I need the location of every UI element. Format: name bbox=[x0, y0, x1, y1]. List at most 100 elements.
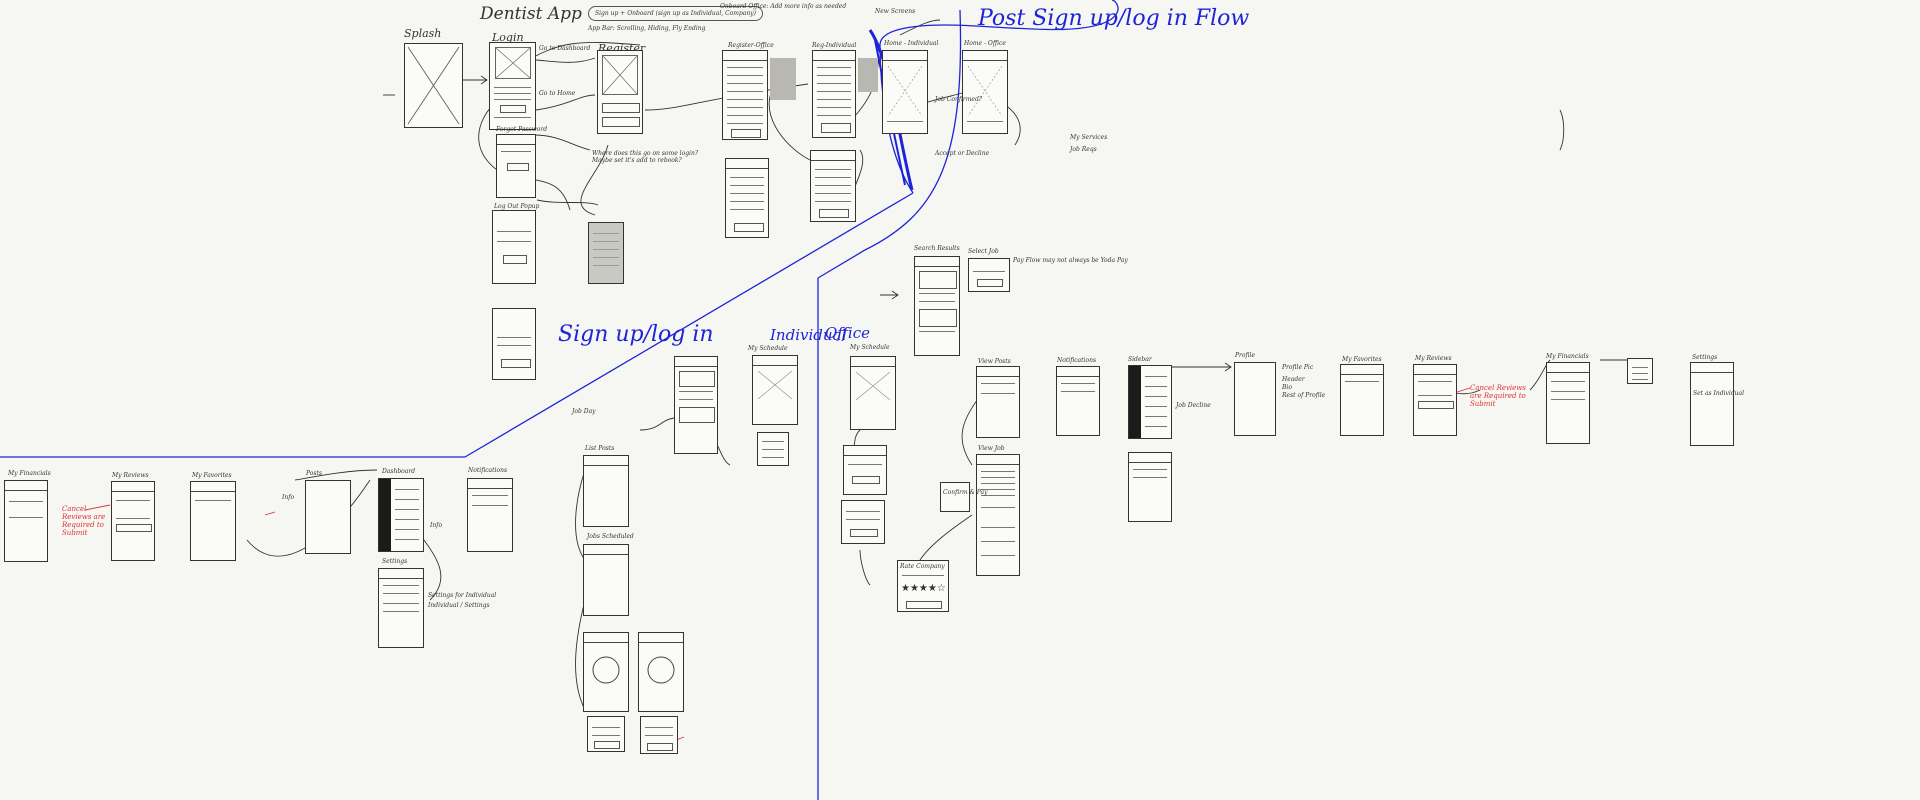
my-financials-screen bbox=[1546, 362, 1590, 444]
calendar-placeholder bbox=[757, 370, 793, 400]
individual-section-title: Individual bbox=[770, 326, 847, 344]
reg-individual-next-button[interactable] bbox=[821, 123, 851, 133]
search-results-screen bbox=[914, 256, 960, 356]
profile-header-note: Header bbox=[1282, 376, 1305, 383]
login-button[interactable] bbox=[500, 105, 526, 113]
profile-bio-note: Bio bbox=[1282, 384, 1292, 391]
financials-popup bbox=[1627, 358, 1653, 384]
list-posts-screen bbox=[583, 455, 629, 527]
my-financials-l-label: My Financials bbox=[8, 470, 51, 477]
register-office-label: Register-Office bbox=[728, 42, 774, 49]
my-reviews-label: My Reviews bbox=[1415, 355, 1452, 362]
log-out-popup-screen bbox=[492, 210, 536, 284]
sidebar-screen bbox=[1128, 365, 1172, 439]
individual-settings-note: Individual / Settings bbox=[428, 602, 490, 609]
info-note-2: Info bbox=[430, 522, 443, 529]
where-does-this-go-note: Where does this go on some login? bbox=[592, 150, 699, 157]
register-office-submit-button[interactable] bbox=[734, 223, 764, 232]
rate-job-popup bbox=[640, 716, 678, 754]
select-job-label: Select Job bbox=[968, 248, 999, 255]
my-reviews-l-label: My Reviews bbox=[112, 472, 149, 479]
search-results-label: Search Results bbox=[914, 245, 960, 252]
job-decline-note: Job Decline bbox=[1176, 402, 1211, 409]
my-schedule-ind-label: My Schedule bbox=[748, 345, 788, 352]
checkin-circle-icon[interactable] bbox=[591, 655, 621, 685]
profile-rest-note: Rest of Profile bbox=[1282, 392, 1326, 399]
view-job-screen bbox=[976, 454, 1020, 576]
reg-individual-submit-button[interactable] bbox=[819, 209, 849, 218]
my-financials-label: My Financials bbox=[1546, 353, 1589, 360]
my-favorites-screen bbox=[1340, 364, 1384, 436]
job-day-label: Job Day bbox=[572, 408, 596, 415]
profile-label: Profile bbox=[1235, 352, 1255, 359]
my-favorites-label: My Favorites bbox=[1342, 356, 1382, 363]
register-office-button[interactable] bbox=[602, 117, 640, 127]
select-job-button[interactable] bbox=[977, 279, 1003, 287]
rebook-note: Maybe set it's add to rebook? bbox=[592, 157, 682, 164]
sidebar-label: Sidebar bbox=[1128, 356, 1152, 363]
confirm-pay-box: Confirm & Pay bbox=[940, 482, 988, 512]
confirm-button[interactable] bbox=[501, 359, 531, 368]
set-individual-note: Set as Individual bbox=[1693, 390, 1745, 397]
office-photo bbox=[770, 58, 796, 100]
dashboard-sidebar-panel bbox=[379, 479, 391, 551]
send-button[interactable] bbox=[507, 163, 529, 171]
sidebar-panel bbox=[1129, 366, 1141, 438]
my-schedule-ind-screen bbox=[752, 355, 798, 425]
splash-screen bbox=[404, 43, 463, 128]
accept-decline-note: Accept or Decline bbox=[935, 150, 990, 157]
reg-individual-screen bbox=[812, 50, 856, 138]
star-rating-icon[interactable]: ★★★★☆ bbox=[901, 583, 946, 594]
my-reviews-screen bbox=[1413, 364, 1457, 436]
register-image-placeholder bbox=[602, 55, 638, 95]
calendar-placeholder-office bbox=[855, 371, 891, 401]
pay-flow-note: Pay Flow may not always be Yoda Pay bbox=[1013, 257, 1128, 264]
dashboard-l-label: Dashboard bbox=[382, 468, 416, 475]
reviews-required-note-left: Cancel Reviews are Required to Submit bbox=[62, 505, 106, 537]
home-office-screen bbox=[962, 50, 1008, 134]
posts-office-screen bbox=[305, 480, 351, 554]
settings-l-label: Settings bbox=[382, 558, 408, 565]
select-job-screen bbox=[968, 258, 1010, 292]
jobs-scheduled-screen bbox=[583, 544, 629, 616]
checkout-circle-icon[interactable] bbox=[646, 655, 676, 685]
individual-photo bbox=[858, 58, 878, 92]
settings-label: Settings bbox=[1692, 354, 1718, 361]
placeholder-x bbox=[407, 46, 460, 125]
office-decline-button[interactable] bbox=[850, 529, 878, 537]
settings-individual-note: Settings for Individual bbox=[428, 592, 497, 599]
home-individual-label: Home - Individual bbox=[884, 40, 939, 47]
go-dashboard-note: Go to Dashboard bbox=[539, 45, 591, 52]
register-individual-button[interactable] bbox=[602, 103, 640, 113]
map-placeholder bbox=[887, 65, 923, 117]
logout-button[interactable] bbox=[503, 255, 527, 264]
post-signup-flow-title: Post Sign up/log in Flow bbox=[978, 6, 1250, 31]
job-reqs-note: Job Reqs bbox=[1070, 146, 1097, 153]
job-detail-popup bbox=[757, 432, 789, 466]
register-office-next-button[interactable] bbox=[731, 129, 761, 138]
go-home-note: Go to Home bbox=[539, 90, 576, 97]
office-job-decline-screen bbox=[841, 500, 885, 544]
splash-label: Splash bbox=[404, 27, 442, 40]
job-checkin-screen bbox=[583, 632, 629, 712]
reg-individual-label: Reg-Individual bbox=[812, 42, 857, 49]
my-reviews-office-screen bbox=[111, 481, 155, 561]
login-label: Login bbox=[492, 31, 524, 44]
rate-company-label: Rate Company bbox=[900, 563, 945, 570]
info-note: Info bbox=[282, 494, 295, 501]
scanned-document bbox=[588, 222, 624, 284]
app-bar-note: App Bar: Scrolling, Hiding, Fly Ending bbox=[588, 25, 706, 32]
my-financials-office-screen bbox=[4, 480, 48, 562]
my-favorites-l-label: My Favorites bbox=[192, 472, 232, 479]
map-placeholder-office bbox=[967, 65, 1003, 117]
view-posts-screen bbox=[976, 366, 1020, 438]
office-accept-button[interactable] bbox=[852, 476, 880, 484]
rate-company-screen: Rate Company ★★★★☆ bbox=[897, 560, 949, 612]
submit-rating-button[interactable] bbox=[906, 601, 942, 609]
home-office-label: Home - Office bbox=[964, 40, 1006, 47]
job-summary-popup bbox=[587, 716, 625, 752]
register-screen bbox=[597, 50, 643, 134]
search-results-ind-screen bbox=[674, 356, 718, 454]
app-title: Dentist App bbox=[480, 4, 582, 24]
